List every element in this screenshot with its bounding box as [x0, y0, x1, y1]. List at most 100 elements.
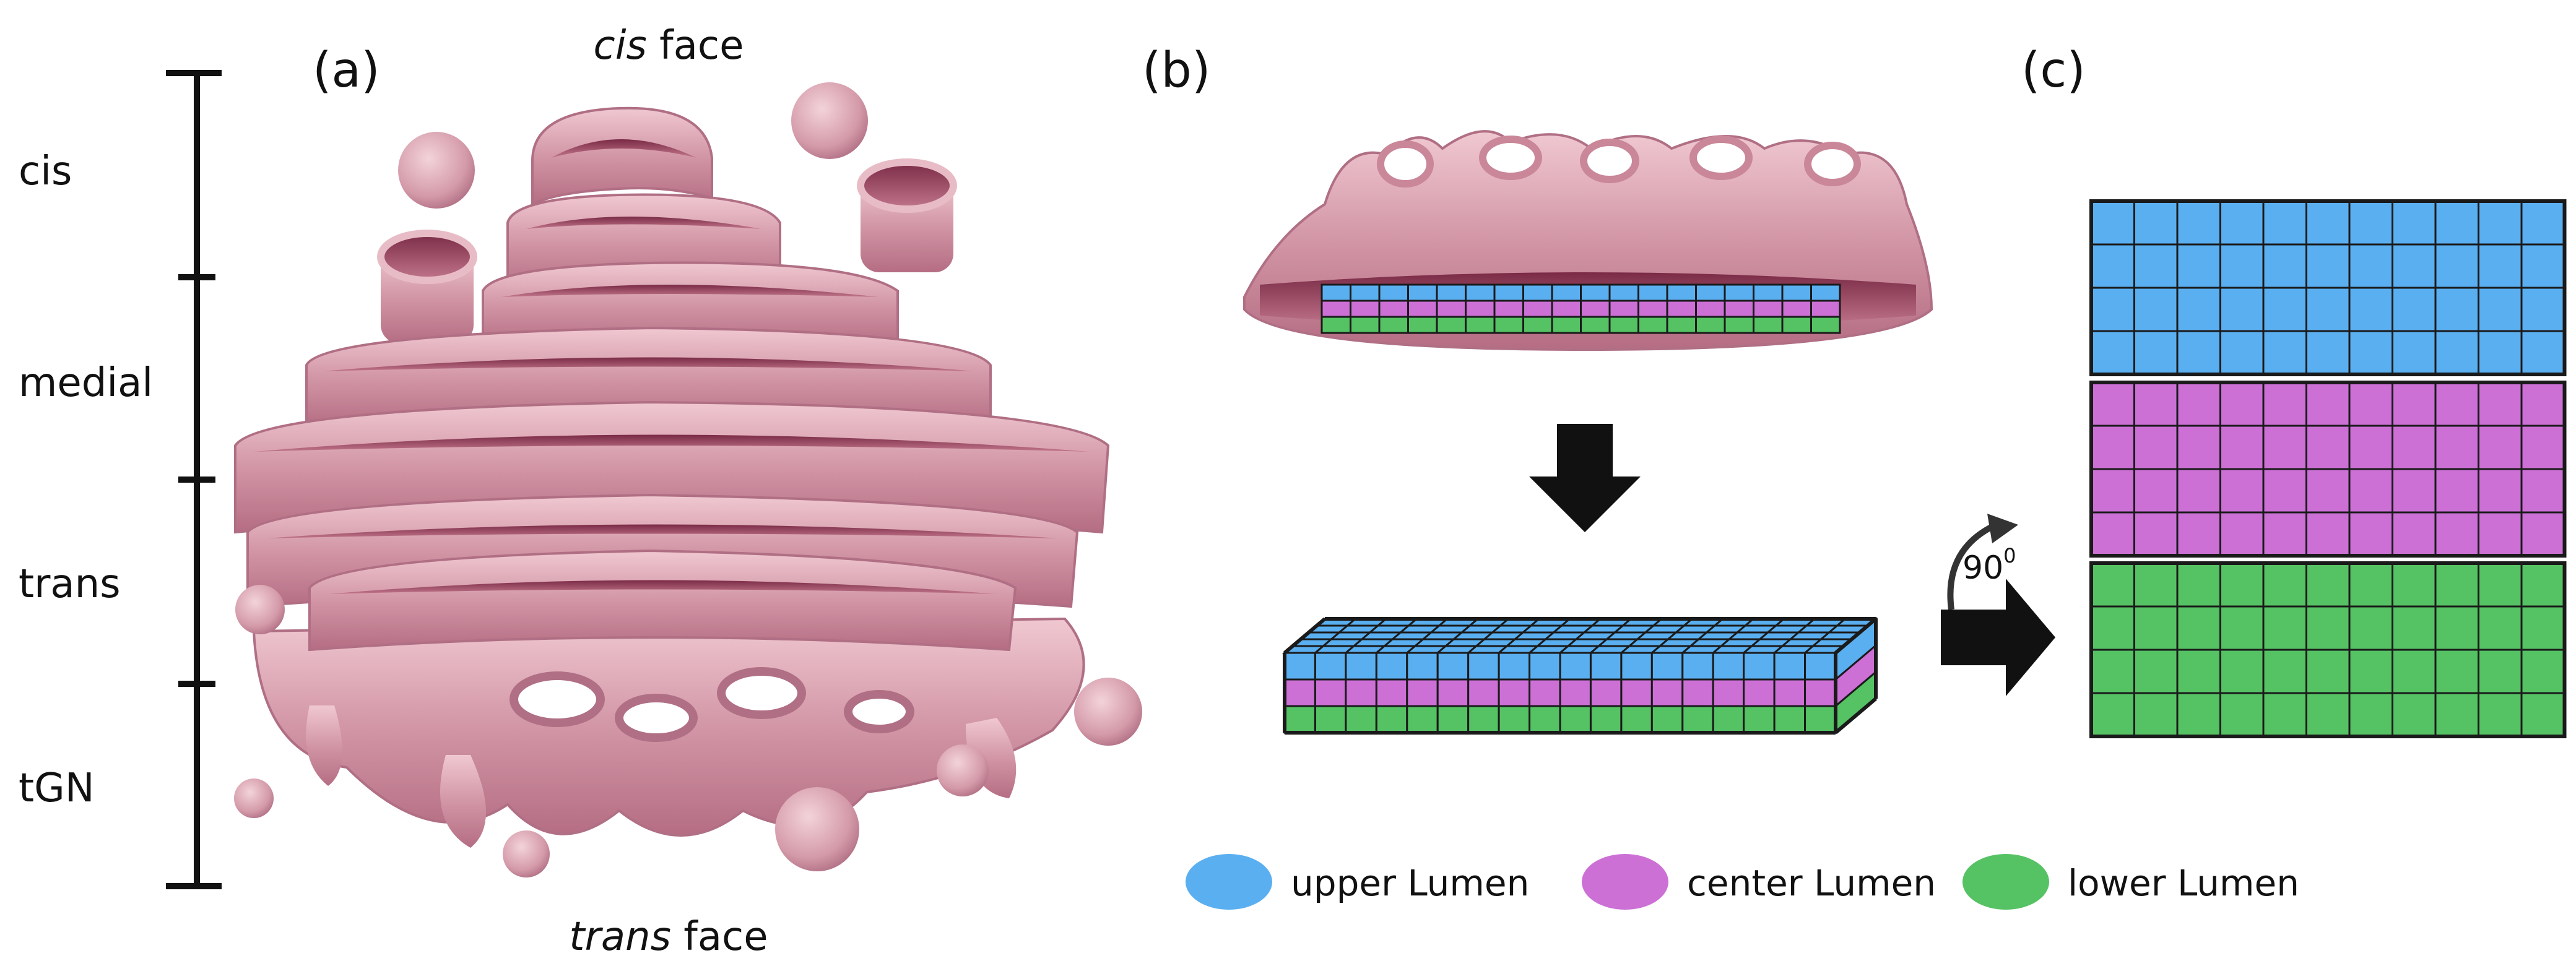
grid-cell — [2478, 511, 2523, 557]
section-cell — [1522, 300, 1553, 318]
grid-cell — [2348, 287, 2393, 332]
block-front-cell — [1467, 652, 1500, 681]
block-front-cell — [1436, 678, 1470, 707]
grid-cell — [2392, 287, 2437, 332]
panel-c: (c) — [2021, 43, 2567, 738]
section-cell — [1580, 283, 1611, 302]
block-front-cell — [1283, 652, 1316, 681]
grid-cell — [2478, 330, 2523, 376]
block-front-cell — [1498, 652, 1531, 681]
grid-cell — [2133, 200, 2179, 246]
block-front-cell — [1743, 652, 1776, 681]
grid-cell — [2434, 287, 2479, 332]
grid-cell — [2478, 381, 2523, 427]
section-cell — [1666, 316, 1697, 334]
grid-cell — [2520, 562, 2565, 608]
section-cell — [1608, 300, 1639, 318]
grid-cell — [2305, 200, 2351, 246]
block-front-cell — [1375, 705, 1408, 734]
block-front-cell — [1773, 705, 1806, 734]
block-front-cell — [1283, 705, 1316, 734]
section-cell — [1810, 316, 1841, 334]
section-cell — [1465, 283, 1496, 302]
section-cell — [1522, 283, 1553, 302]
block-front-cell — [1773, 678, 1806, 707]
block-front-cell — [1620, 652, 1653, 681]
grid-cell — [2392, 200, 2437, 246]
grid-cell — [2262, 692, 2307, 738]
block-front-cell — [1345, 705, 1377, 734]
grid-cell — [2392, 381, 2437, 427]
block-front-cell — [1529, 705, 1561, 734]
grid-cell — [2305, 605, 2351, 651]
block-front-cell — [1498, 678, 1531, 707]
panel-c-label: (c) — [2021, 43, 2086, 98]
section-cell — [1493, 283, 1524, 302]
block-front-cell — [1589, 705, 1623, 734]
legend-label-center: center Lumen — [1687, 862, 1936, 904]
section-cell — [1637, 316, 1668, 334]
grid-cell — [2176, 243, 2221, 289]
block-front-cell — [1436, 652, 1470, 681]
section-cell — [1321, 316, 1351, 334]
grid-cell — [2262, 330, 2307, 376]
grid-cell — [2348, 243, 2393, 289]
grid-cell — [2176, 425, 2221, 470]
grid-cell — [2133, 692, 2179, 738]
grid-cell — [2434, 468, 2479, 514]
block-front-cell — [1498, 705, 1531, 734]
grid-cell — [2392, 330, 2437, 376]
section-cell — [1724, 283, 1754, 302]
grid-cell — [2392, 605, 2437, 651]
section-grid — [1321, 283, 1841, 334]
grid-cell — [2133, 511, 2179, 557]
section-cell — [1407, 300, 1438, 318]
section-cell — [1695, 316, 1726, 334]
block-front-cell — [1650, 678, 1684, 707]
section-cell — [1350, 300, 1381, 318]
block-front-cell — [1375, 652, 1408, 681]
legend-item-center: center Lumen — [1582, 854, 1936, 910]
grid-cell — [2478, 692, 2523, 738]
section-cell — [1810, 300, 1841, 318]
grid-cell — [2305, 381, 2351, 427]
grid-cell — [2520, 468, 2565, 514]
grid-lower-lumen — [2089, 561, 2567, 738]
panel-b-label: (b) — [1142, 43, 1210, 98]
grid-cell — [2348, 692, 2393, 738]
rotate-arrow-icon — [1947, 523, 1995, 610]
legend-swatch-center — [1582, 854, 1668, 910]
block-front-cell — [1804, 678, 1837, 707]
grid-cell — [2478, 605, 2523, 651]
grid-cell — [2434, 200, 2479, 246]
legend-label-lower: lower Lumen — [2068, 862, 2299, 904]
grid-center-lumen — [2089, 381, 2567, 558]
grid-cell — [2348, 605, 2393, 651]
grid-cell — [2219, 692, 2265, 738]
grid-cell — [2348, 330, 2393, 376]
grid-cell — [2305, 468, 2351, 514]
legend-swatch-upper — [1186, 854, 1272, 910]
section-cell — [1321, 300, 1351, 318]
grid-cell — [2305, 511, 2351, 557]
grid-cell — [2262, 200, 2307, 246]
panel-b: (b) — [1142, 43, 1933, 735]
section-cell — [1637, 300, 1668, 318]
block-front-cell — [1345, 652, 1377, 681]
section-cell — [1465, 316, 1496, 334]
block-front-cell — [1559, 678, 1592, 707]
section-cell — [1753, 283, 1784, 302]
grid-cell — [2090, 287, 2135, 332]
lumen-block-3d — [1281, 616, 1879, 735]
grid-cell — [2262, 468, 2307, 514]
grid-cell — [2392, 468, 2437, 514]
section-cell — [1695, 283, 1726, 302]
grid-cell — [2219, 425, 2265, 470]
grid-cell — [2090, 692, 2135, 738]
legend-label-upper: upper Lumen — [1291, 862, 1529, 904]
block-front-cell — [1589, 652, 1623, 681]
section-cell — [1724, 316, 1754, 334]
grid-cell — [2520, 200, 2565, 246]
grid-cell — [2392, 243, 2437, 289]
grid-cell — [2262, 381, 2307, 427]
